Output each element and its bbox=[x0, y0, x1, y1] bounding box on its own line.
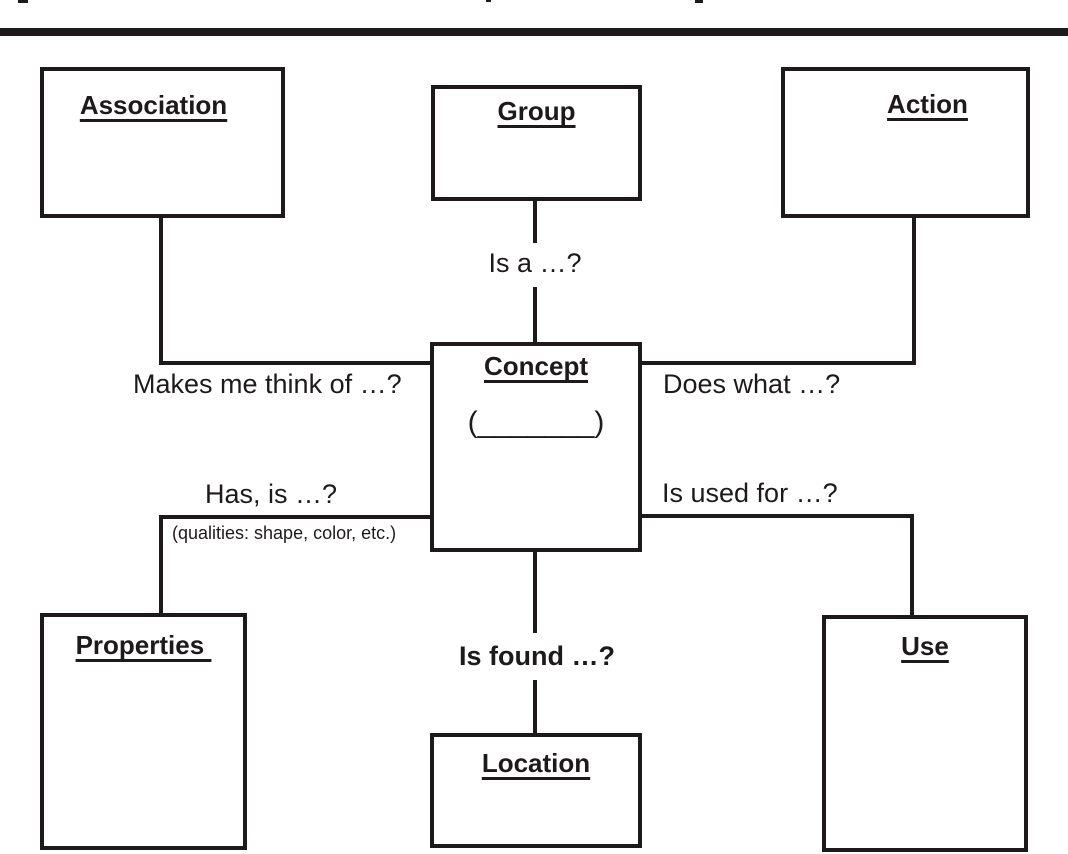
node-concept: Concept (_______) bbox=[430, 342, 642, 552]
connector-group-lower bbox=[533, 287, 537, 342]
connector-group-upper bbox=[533, 201, 537, 243]
connector-location-upper bbox=[533, 552, 537, 633]
node-location: Location bbox=[430, 733, 642, 848]
node-action: Action bbox=[781, 67, 1030, 218]
connector-location-lower bbox=[533, 680, 537, 733]
concept-fill-in-blank: (_______) bbox=[467, 405, 605, 439]
node-use-title: Use bbox=[901, 631, 949, 661]
connector-use-horizontal bbox=[642, 514, 914, 518]
node-association-title: Association bbox=[79, 90, 228, 120]
page-divider-rule bbox=[0, 28, 1068, 36]
connector-association-horizontal bbox=[159, 361, 430, 365]
node-group-title: Group bbox=[497, 96, 576, 126]
connector-properties-vertical bbox=[159, 515, 163, 613]
node-location-title: Location bbox=[481, 748, 591, 778]
cropped-text-speck bbox=[695, 0, 703, 3]
connector-use-vertical bbox=[910, 514, 914, 615]
edge-label-is-found: Is found …? bbox=[459, 641, 615, 671]
node-properties-title: Properties bbox=[75, 630, 212, 660]
node-association: Association bbox=[40, 67, 285, 218]
connector-association-vertical bbox=[159, 216, 163, 365]
connector-action-vertical bbox=[912, 216, 916, 365]
cropped-text-speck bbox=[486, 0, 491, 2]
node-concept-title: Concept bbox=[484, 351, 588, 381]
connector-action-horizontal bbox=[642, 361, 916, 365]
edge-label-is-used-for: Is used for …? bbox=[662, 478, 838, 508]
node-properties: Properties bbox=[40, 613, 247, 850]
node-group: Group bbox=[431, 85, 642, 201]
node-action-title: Action bbox=[887, 89, 968, 119]
edge-label-makes-me-think-of: Makes me think of …? bbox=[133, 369, 402, 399]
edge-label-qualities-note: (qualities: shape, color, etc.) bbox=[172, 523, 397, 543]
edge-label-does-what: Does what …? bbox=[663, 369, 841, 399]
cropped-text-speck bbox=[18, 0, 28, 3]
connector-properties-horizontal bbox=[159, 515, 430, 519]
edge-label-has-is: Has, is …? bbox=[205, 479, 338, 509]
edge-label-is-a: Is a …? bbox=[488, 248, 582, 278]
node-use: Use bbox=[822, 615, 1028, 852]
